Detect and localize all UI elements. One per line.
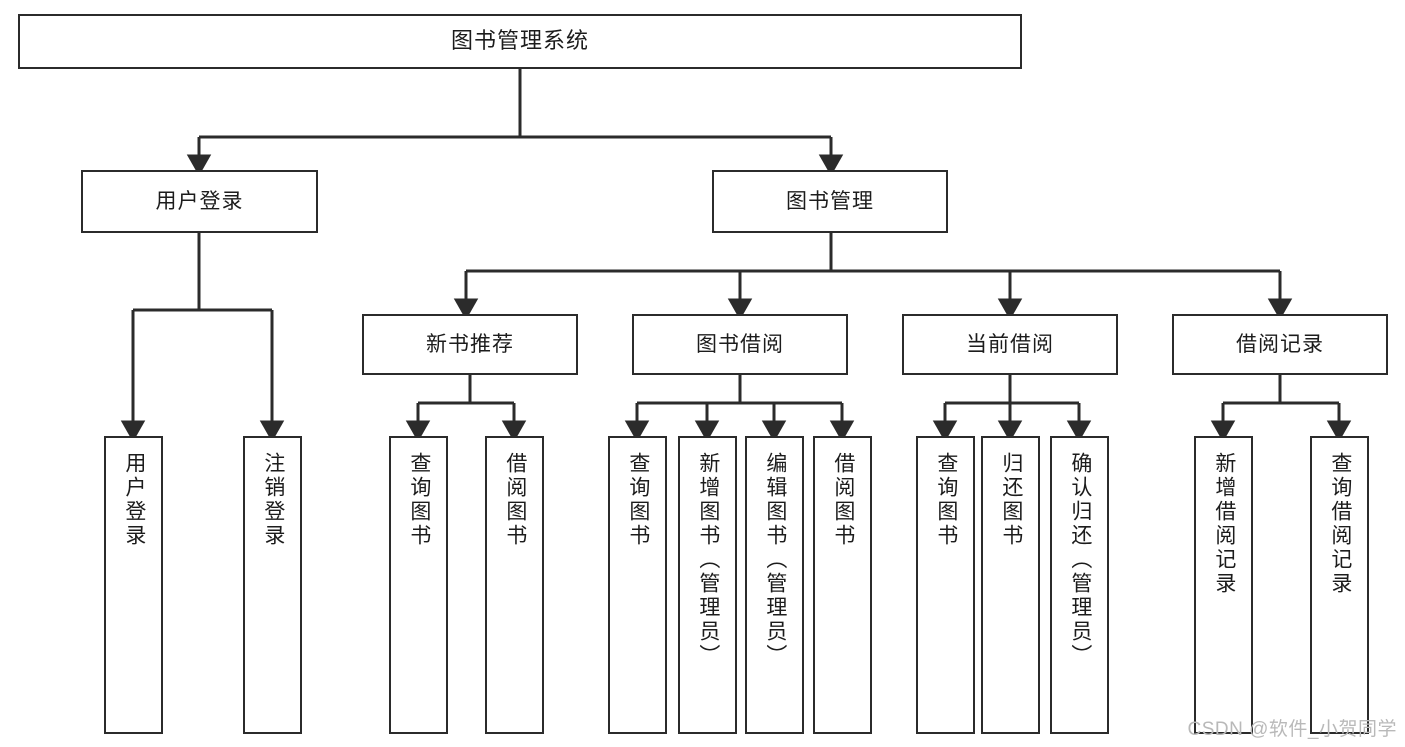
leaf-user-login[interactable]: 用户登录 [104, 436, 163, 734]
leaf-query-book-borrow[interactable]: 查询图书 [608, 436, 667, 734]
leaf-logout[interactable]: 注销登录 [243, 436, 302, 734]
leaf-confirm-return-admin[interactable]: 确认归还（管理员） [1050, 436, 1109, 734]
leaf-label: 新增借阅记录 [1212, 452, 1236, 596]
leaf-label: 查询图书 [934, 452, 958, 548]
leaf-label: 归还图书 [999, 452, 1023, 548]
node-user-login[interactable]: 用户登录 [81, 170, 318, 233]
leaf-query-book-current[interactable]: 查询图书 [916, 436, 975, 734]
node-label: 用户登录 [155, 189, 244, 213]
leaf-add-borrow-record[interactable]: 新增借阅记录 [1194, 436, 1253, 734]
leaf-borrow-book-recommend[interactable]: 借阅图书 [485, 436, 544, 734]
node-label: 图书管理 [786, 189, 874, 213]
leaf-return-book[interactable]: 归还图书 [981, 436, 1040, 734]
leaf-label: 借阅图书 [831, 452, 855, 548]
node-new-book-recommend[interactable]: 新书推荐 [362, 314, 578, 375]
leaf-edit-book-admin[interactable]: 编辑图书（管理员） [745, 436, 804, 734]
node-book-borrow[interactable]: 图书借阅 [632, 314, 848, 375]
node-label: 当前借阅 [966, 332, 1054, 356]
leaf-label: 新增图书（管理员） [696, 452, 720, 668]
node-root-system[interactable]: 图书管理系统 [18, 14, 1022, 69]
leaf-label: 借阅图书 [503, 452, 527, 548]
node-label: 新书推荐 [426, 332, 514, 356]
leaf-borrow-book[interactable]: 借阅图书 [813, 436, 872, 734]
node-book-management[interactable]: 图书管理 [712, 170, 948, 233]
leaf-label: 确认归还（管理员） [1068, 452, 1092, 668]
node-label: 借阅记录 [1236, 332, 1324, 356]
leaf-query-book-recommend[interactable]: 查询图书 [389, 436, 448, 734]
leaf-label: 编辑图书（管理员） [763, 452, 787, 668]
leaf-label: 注销登录 [261, 452, 285, 548]
node-label: 图书管理系统 [450, 28, 589, 54]
node-current-borrow[interactable]: 当前借阅 [902, 314, 1118, 375]
leaf-label: 查询图书 [407, 452, 431, 548]
leaf-label: 查询图书 [626, 452, 650, 548]
leaf-label: 用户登录 [122, 452, 146, 548]
leaf-query-borrow-record[interactable]: 查询借阅记录 [1310, 436, 1369, 734]
node-label: 图书借阅 [696, 332, 784, 356]
leaf-label: 查询借阅记录 [1328, 452, 1352, 596]
leaf-add-book-admin[interactable]: 新增图书（管理员） [678, 436, 737, 734]
node-borrow-record[interactable]: 借阅记录 [1172, 314, 1388, 375]
